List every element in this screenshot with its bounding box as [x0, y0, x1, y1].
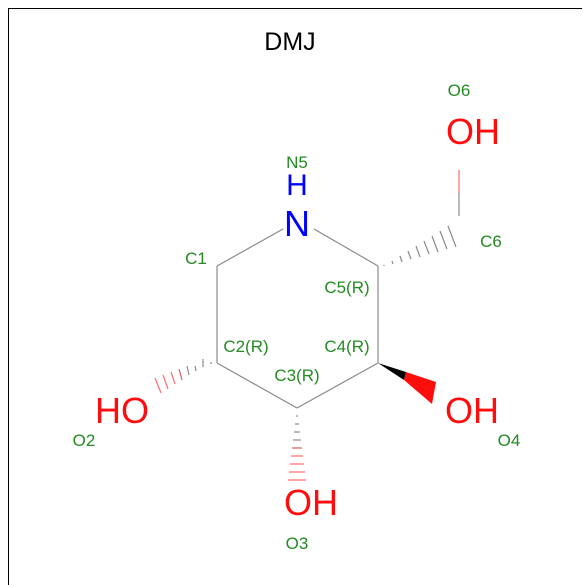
label-o6: O6 [448, 81, 471, 100]
label-n5: N5 [286, 153, 308, 172]
hashed-wedge-c2-o2 [154, 359, 212, 394]
n5-hydrogen: H [286, 169, 308, 202]
diagram-frame [8, 8, 582, 585]
o2-hydroxyl: HO [95, 390, 149, 431]
n5-nitrogen: N [284, 203, 310, 244]
label-o4: O4 [498, 431, 521, 450]
bond-c2-c3 [216, 362, 298, 409]
label-c6: C6 [480, 232, 502, 251]
label-o3: O3 [286, 534, 309, 553]
o3-hydroxyl: OH [284, 482, 338, 523]
solid-wedge-c4-o4-dark [378, 363, 406, 380]
bond-n5-c5 [313, 228, 379, 267]
label-c5: C5(R) [324, 278, 369, 297]
label-c4: C4(R) [324, 337, 369, 356]
label-c3: C3(R) [274, 366, 319, 385]
label-c2: C2(R) [223, 337, 268, 356]
hashed-wedge-c3-o3 [288, 415, 306, 481]
o4-hydroxyl: OH [445, 390, 499, 431]
bond-c3-c4 [296, 362, 379, 409]
label-o2: O2 [73, 431, 96, 450]
o6-hydroxyl: OH [446, 111, 500, 152]
label-c1: C1 [185, 249, 207, 268]
solid-wedge-c4-o4-red [404, 372, 436, 404]
hashed-wedge-c5-c6 [383, 225, 457, 266]
bond-c1-n5 [216, 228, 284, 267]
molecule-title: DMJ [264, 28, 315, 56]
